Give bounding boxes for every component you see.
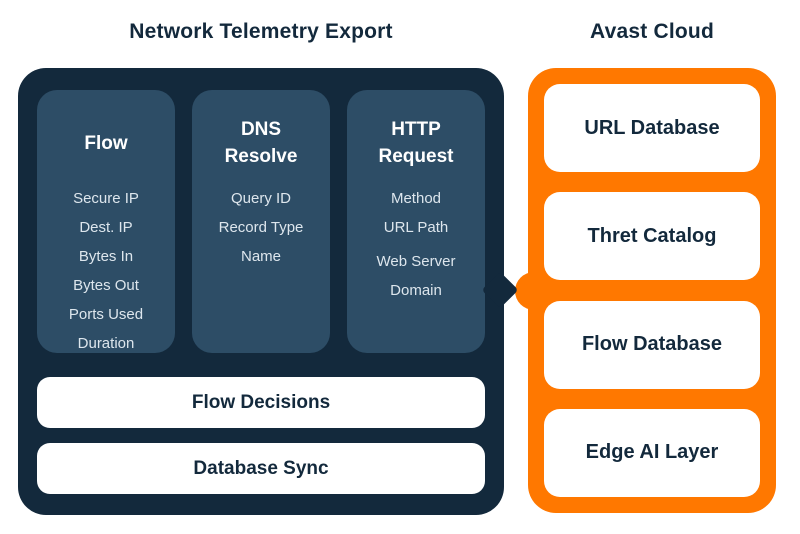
- cloud-box: URL Database: [544, 84, 760, 172]
- flow-field-label: Duration: [77, 335, 135, 352]
- http-field-label: Method: [390, 190, 442, 207]
- dns-field-label: Name: [240, 248, 281, 265]
- http-field-label: URL Path: [383, 219, 449, 236]
- column-flow-heading: Flow: [84, 132, 128, 154]
- column-http-heading: HTTP Request: [378, 119, 454, 167]
- cloud-box: Flow Database: [544, 300, 760, 389]
- telemetry-panel-title: Network Telemetry Export: [129, 20, 393, 43]
- flow-field-label: Ports Used: [68, 306, 144, 323]
- cloud-box: Thret Catalog: [544, 192, 760, 281]
- flow-decisions-bar: Flow Decisions: [37, 377, 485, 428]
- cloud-panel-title: Avast Cloud: [590, 20, 714, 43]
- flow-field-label: Bytes Out: [73, 277, 139, 294]
- dns-field-label: Record Type: [218, 219, 304, 236]
- flow-field-label: Secure IP: [73, 190, 139, 207]
- left-bump-connector-icon: [515, 272, 553, 310]
- right-arrow-connector-icon: [481, 271, 519, 309]
- database-sync-bar: Database Sync: [37, 443, 485, 494]
- http-field-label: Web Server Domain: [376, 253, 456, 299]
- flow-field-label: Dest. IP: [79, 219, 133, 236]
- flow-field-label: Bytes In: [78, 248, 134, 265]
- dns-field-label: Query ID: [230, 190, 291, 207]
- cloud-box: Edge AI Layer: [544, 408, 760, 497]
- column-dns-heading: DNS Resolve: [224, 119, 298, 167]
